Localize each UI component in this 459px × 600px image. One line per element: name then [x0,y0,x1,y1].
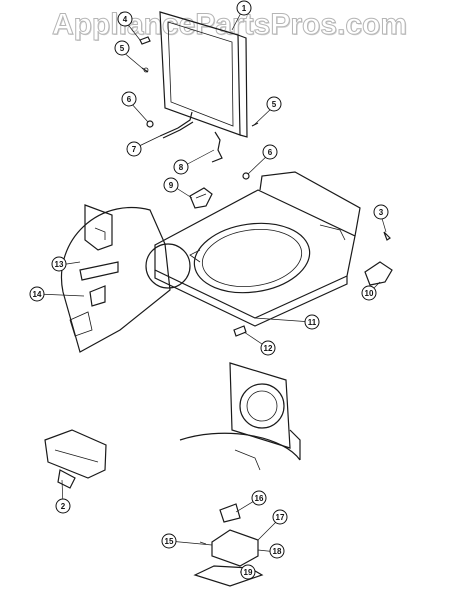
svg-text:9: 9 [169,181,174,190]
callout-15: 15 [161,533,177,549]
hinge-screw-top [139,36,151,73]
callout-7: 7 [126,141,142,157]
svg-text:15: 15 [165,537,174,546]
lid-spring [211,122,259,163]
hinge-cap [364,261,393,286]
hinge-rod [146,111,194,139]
watermark-logo: AppliancePartsPros.com [51,8,408,42]
callout-6: 6 [121,91,137,107]
svg-text:3: 3 [379,208,384,217]
svg-text:5: 5 [272,100,277,109]
detail-circle-small [145,243,191,289]
svg-text:4: 4 [123,15,128,24]
svg-text:12: 12 [264,344,273,353]
callout-4: 4 [117,11,133,27]
callout-17: 17 [272,509,288,525]
callout-3: 3 [373,204,389,220]
switch-bracket-assembly [193,503,264,587]
svg-text:6: 6 [268,148,273,157]
top-panel [154,171,361,327]
pin [233,325,247,337]
lid-frame [159,11,248,138]
callout-11: 11 [304,314,320,330]
lid-switch-bracket [189,187,213,209]
svg-text:13: 13 [55,260,64,269]
callout-14: 14 [29,286,45,302]
svg-text:16: 16 [255,494,264,503]
callout-5: 5 [114,40,130,56]
lid-switch [44,429,107,489]
callout-2: 2 [55,498,71,514]
callout-5b: 5 [266,96,282,112]
callout-19: 19 [240,564,256,580]
svg-text:18: 18 [273,547,282,556]
svg-text:8: 8 [179,163,184,172]
svg-text:5: 5 [120,44,125,53]
callout-12: 12 [260,340,276,356]
nut [242,172,250,180]
screw [383,231,391,241]
callout-1: 1 [236,0,252,16]
callout-8: 8 [173,159,189,175]
callout-9: 9 [163,177,179,193]
svg-text:14: 14 [33,290,42,299]
svg-text:17: 17 [276,513,285,522]
svg-text:2: 2 [61,502,66,511]
svg-text:1: 1 [242,4,247,13]
svg-text:6: 6 [127,95,132,104]
svg-text:19: 19 [244,568,253,577]
callout-18: 18 [269,543,285,559]
svg-text:11: 11 [308,318,317,327]
cabinet-lower [179,362,301,471]
detail-bracket [69,204,119,337]
callout-6b: 6 [262,144,278,160]
callout-13: 13 [51,256,67,272]
callout-16: 16 [251,490,267,506]
callout-10: 10 [361,285,377,301]
svg-text:10: 10 [365,289,374,298]
svg-text:7: 7 [132,145,137,154]
detail-callout-region [60,206,171,353]
